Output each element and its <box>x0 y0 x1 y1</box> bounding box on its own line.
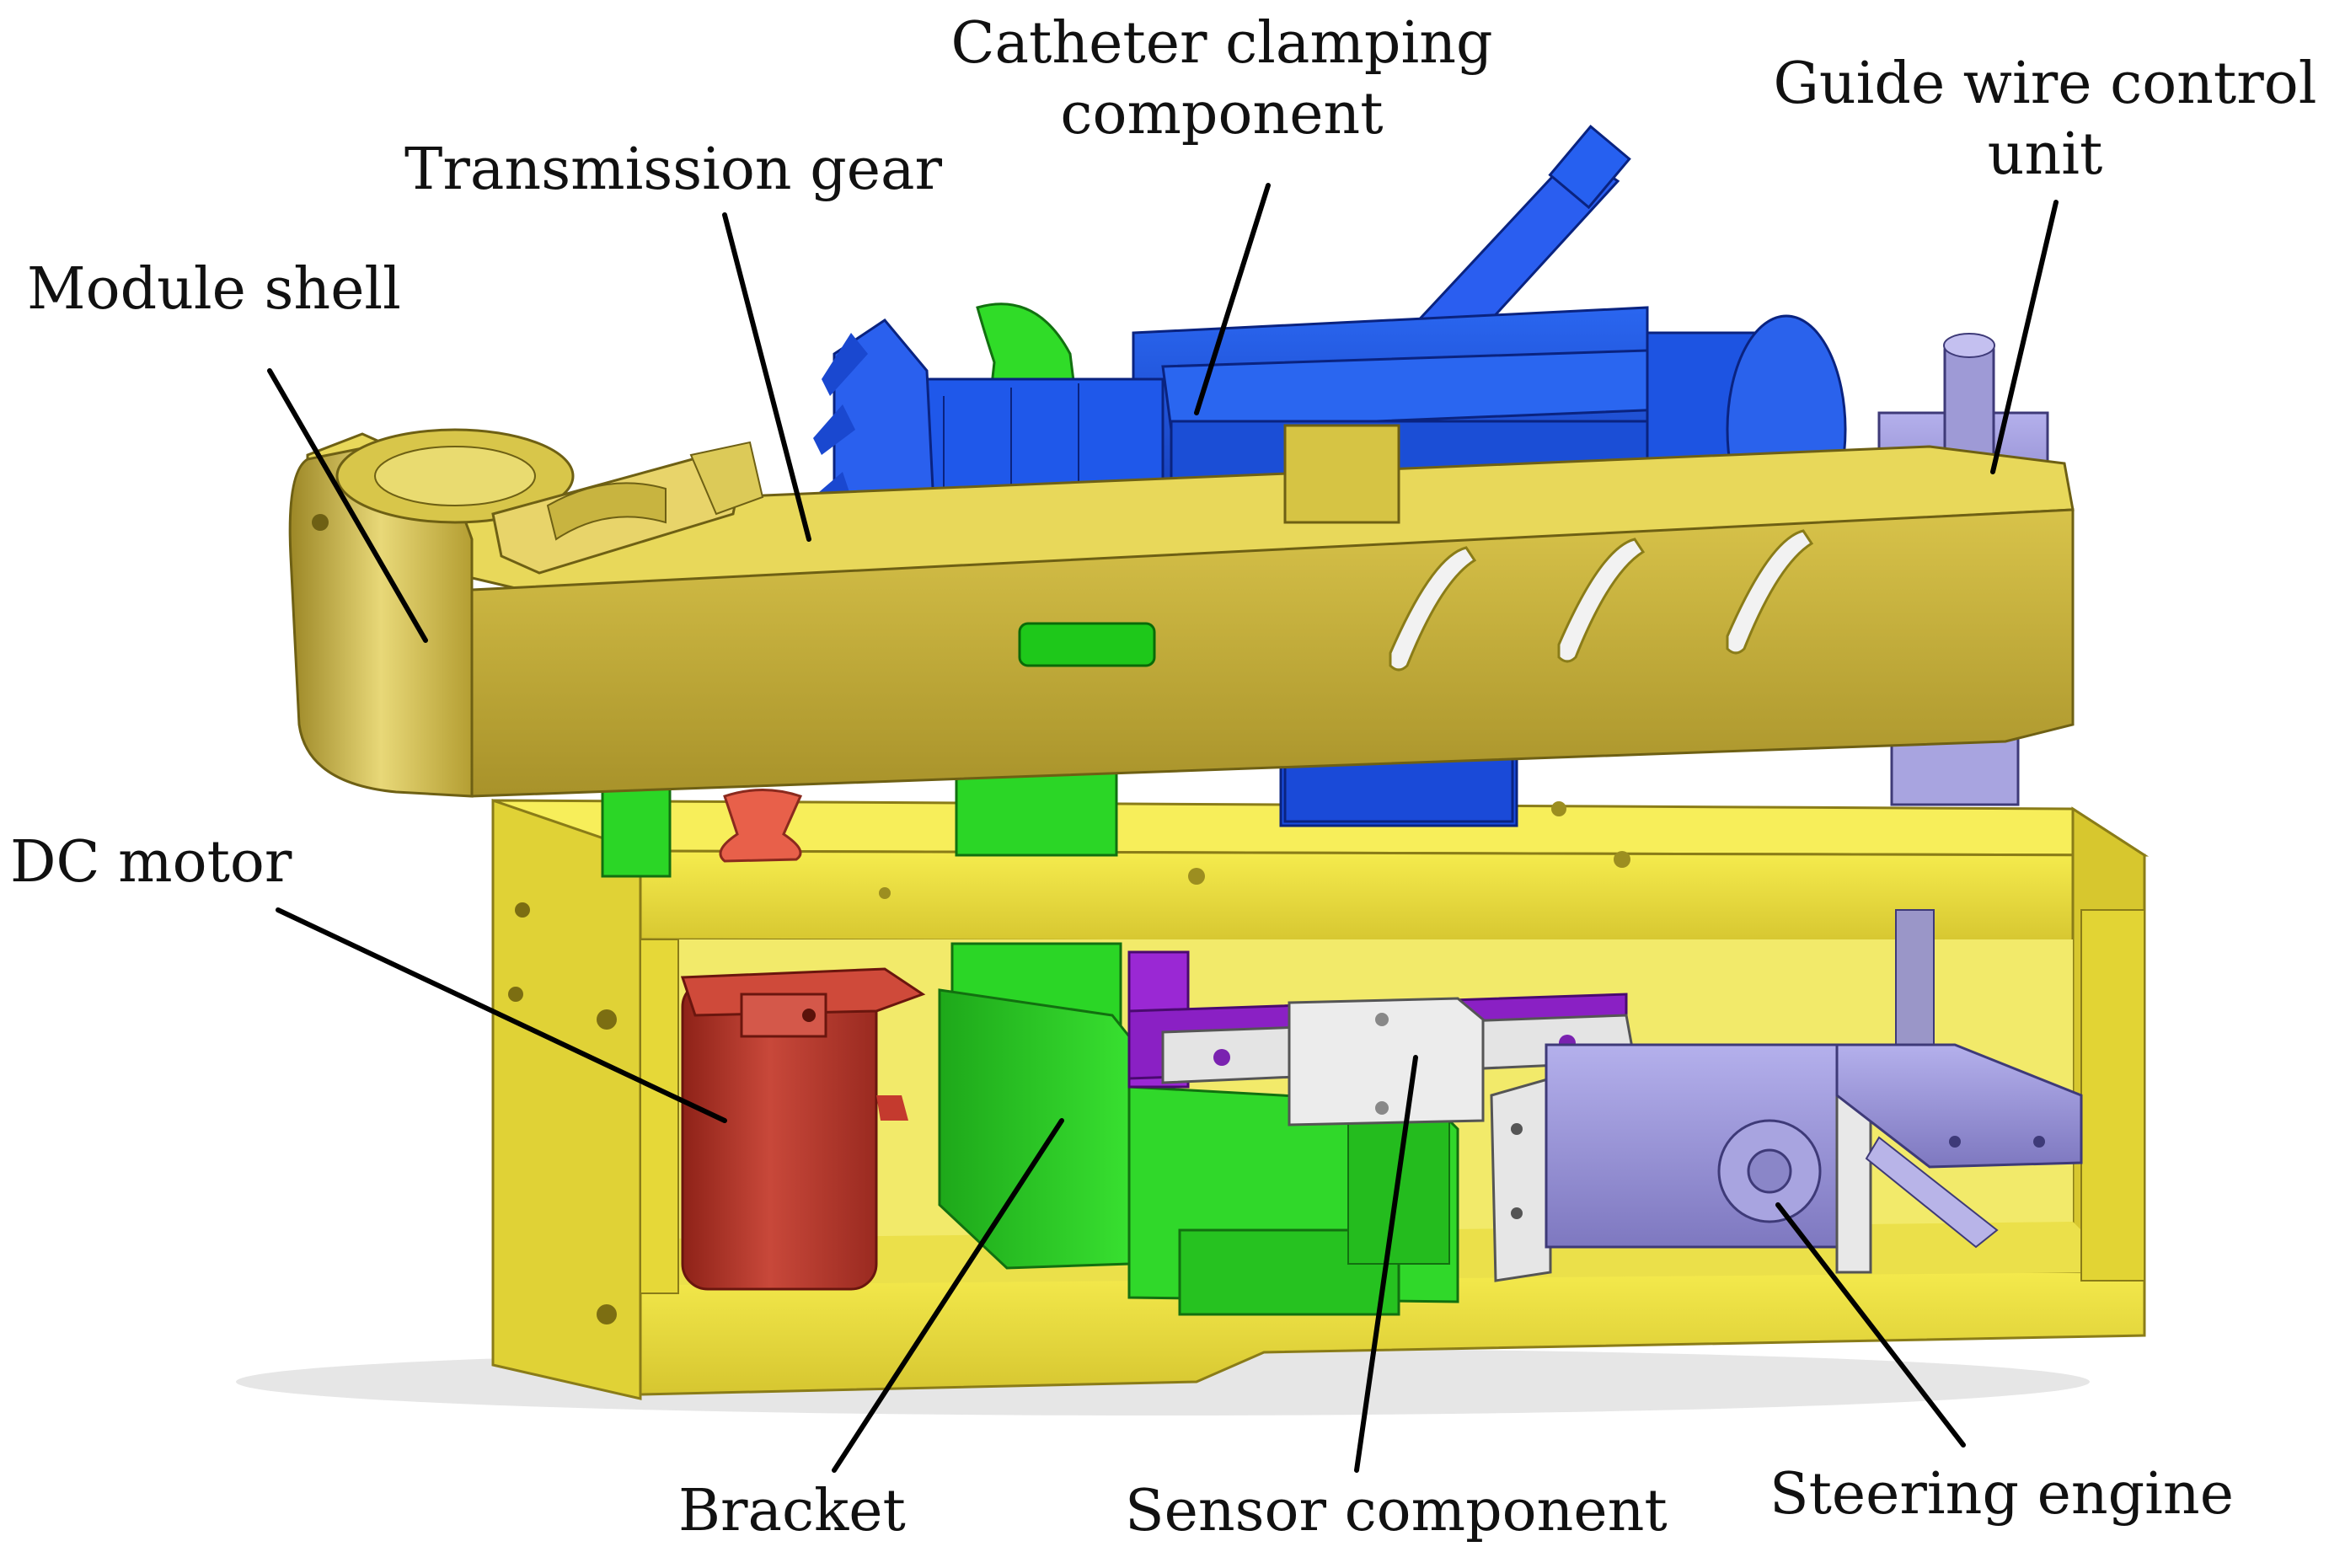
module-shell-part <box>288 424 2075 798</box>
label-catheter-line1: Catheter clamping <box>950 10 1493 77</box>
knob-part <box>719 789 803 863</box>
label-catheter-clamping: Catheter clamping component <box>927 8 1517 150</box>
leader-module-shell <box>267 368 428 643</box>
leader-transmission-gear <box>722 212 811 542</box>
label-guide-wire-line2: unit <box>1987 121 2103 188</box>
leader-sensor <box>1354 1055 1418 1473</box>
leader-guide-wire <box>1990 200 2059 474</box>
label-transmission-gear: Transmission gear <box>404 136 943 203</box>
label-guide-wire: Guide wire control unit <box>1761 49 2329 190</box>
label-dc-motor: DC motor <box>10 829 292 896</box>
leader-bracket <box>832 1118 1064 1473</box>
label-bracket: Bracket <box>678 1478 906 1544</box>
label-steering-engine: Steering engine <box>1770 1461 2234 1528</box>
leader-catheter <box>1194 183 1271 415</box>
label-sensor-component: Sensor component <box>1125 1478 1668 1544</box>
label-catheter-line2: component <box>1060 81 1384 147</box>
catheter-stub <box>1283 757 1514 823</box>
label-guide-wire-line1: Guide wire control <box>1773 51 2317 117</box>
leader-steering <box>1775 1202 1966 1448</box>
dc-motor <box>680 967 926 1291</box>
label-module-shell: Module shell <box>27 256 401 323</box>
leader-dc-motor <box>276 907 727 1123</box>
leader-lines <box>267 183 2059 1473</box>
sensor-part <box>1127 950 1636 1126</box>
steering-engine-part <box>1490 909 2083 1282</box>
